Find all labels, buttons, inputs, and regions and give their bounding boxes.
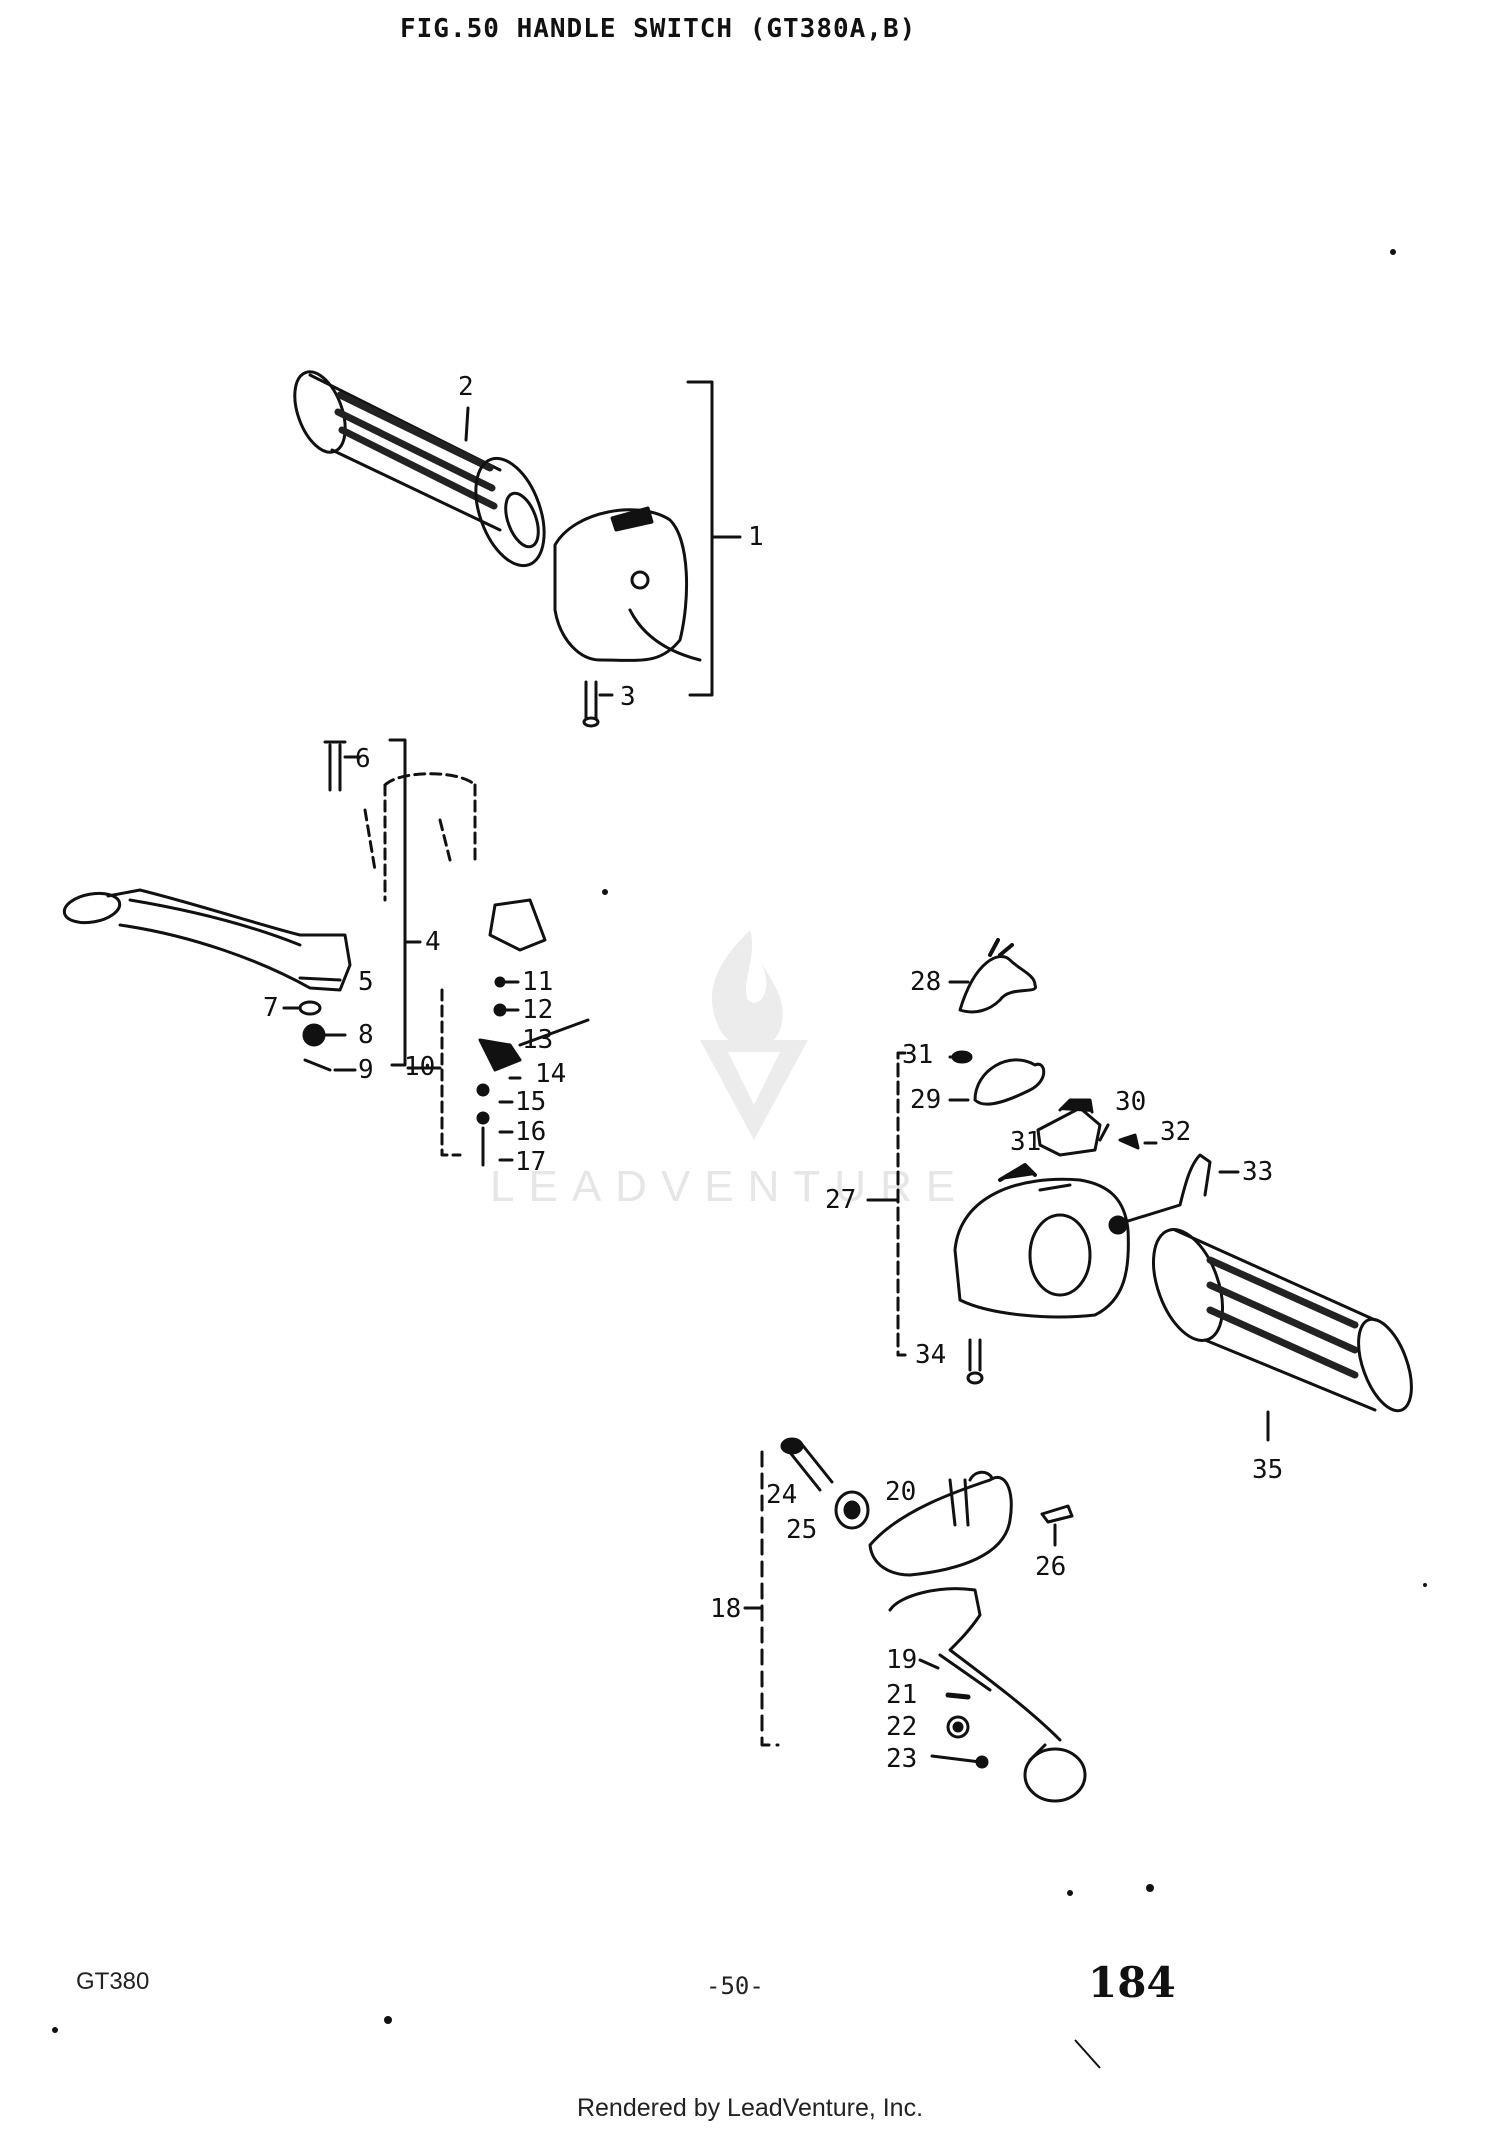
callout-14: 14 [535,1059,566,1089]
callout-6: 6 [355,744,371,774]
callout-30: 30 [1115,1087,1146,1117]
small-parts-11-17 [476,976,522,1167]
rendered-by-footer: Rendered by LeadVenture, Inc. [576,2094,924,2122]
callout-32-right: 32 [1160,1117,1191,1147]
washer-part-7 [282,1000,322,1016]
watermark-text: LEADVENTURE [490,1162,970,1211]
callout-31-label: 31 [1010,1127,1041,1157]
callout-13: 13 [522,1025,553,1055]
screw-part-3 [582,680,600,728]
callout-34: 34 [915,1340,946,1370]
callout-17: 17 [515,1147,546,1177]
bracket-group-27 [896,1051,907,1357]
callout-16: 16 [515,1117,546,1147]
bracket-group-18 [760,1450,780,1747]
clutch-lever-part-5 [62,888,352,992]
washer-part-25 [834,1490,870,1530]
callout-28: 28 [910,967,941,997]
callout-15: 15 [515,1087,546,1117]
callout-11: 11 [522,967,553,997]
leader-2 [464,406,470,442]
screw-part-9 [303,1058,357,1072]
callout-3: 3 [620,682,636,712]
brake-lever-part-19 [888,1587,1087,1803]
callout-29: 29 [910,1085,941,1115]
bracket-group-1 [686,380,714,697]
bracket-group-10 [440,988,462,1157]
page-number: -50- [706,1972,764,2000]
callout-10: 10 [404,1052,435,1082]
lever-part-33 [1108,1153,1240,1235]
figure-title: FIG.50 HANDLE SWITCH (GT380A,B) [400,14,917,44]
switch-part-26 [1040,1504,1074,1547]
callout-18: 18 [710,1594,741,1624]
callout-19: 19 [886,1645,917,1675]
callout-12: 12 [522,995,553,1025]
callout-35: 35 [1252,1455,1283,1485]
bolt-part-6 [323,740,347,792]
right-switch-cover-part-28 [958,938,1037,1014]
leadventure-logo [700,930,808,1140]
callout-27: 27 [825,1185,856,1215]
right-switch-housing-part-27 [953,1163,1130,1319]
switch-part-30-31 [1036,1098,1110,1157]
callout-5: 5 [358,967,374,997]
screw-part-32-top [948,1050,973,1064]
left-switch-housing-part-1 [553,506,702,662]
screw-part-34 [966,1338,984,1385]
callout-24: 24 [766,1480,797,1510]
diagram-code: 184 [1088,1958,1176,2007]
bracket-group-4 [388,738,407,1067]
callout-26: 26 [1035,1552,1066,1582]
bolt-part-24 [780,1437,834,1492]
spring-part-21 [945,1692,971,1700]
clutch-lever-holder-part-4 [363,772,477,902]
callout-21: 21 [886,1680,917,1710]
callout-20: 20 [885,1477,916,1507]
callout-7: 7 [263,993,279,1023]
nut-part-8 [302,1023,347,1047]
brake-lever-holder-part-20 [868,1470,1013,1577]
callout-4: 4 [425,927,441,957]
switch-knob-part-29 [973,1058,1046,1106]
callout-8: 8 [358,1020,374,1050]
screw-part-23 [930,1754,989,1769]
scan-specks [52,249,1427,2069]
callout-23: 23 [886,1744,917,1774]
callout-22: 22 [886,1712,917,1742]
callout-32-top: 31 [902,1040,933,1070]
callout-25: 25 [786,1515,817,1545]
callout-33: 33 [1242,1157,1273,1187]
screw-part-32-right [1118,1133,1158,1150]
switch-body-part-13 [478,898,590,1072]
callout-2: 2 [458,372,474,402]
leader-5 [298,976,342,982]
nut-part-22 [946,1715,970,1739]
callout-1: 1 [748,522,764,552]
callout-9: 9 [358,1055,374,1085]
right-grip-part-35 [1152,1228,1413,1413]
leader-19 [918,1658,940,1670]
left-grip-part-2 [293,370,546,568]
model-label: GT380 [76,1968,150,1995]
